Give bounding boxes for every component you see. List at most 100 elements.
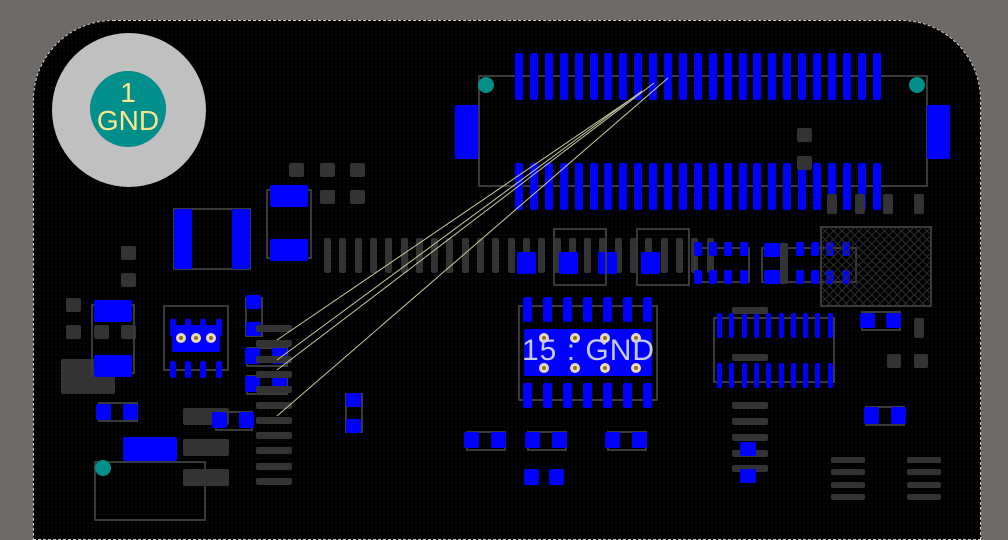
connector-pin[interactable] — [339, 238, 347, 273]
connector-alignment-via-right[interactable] — [909, 77, 925, 93]
capacitor-pad-1[interactable] — [270, 185, 308, 207]
pcb-board[interactable]: 1 GND — [33, 20, 981, 540]
component-pad[interactable] — [605, 432, 620, 448]
component-pad[interactable] — [855, 194, 865, 214]
connector-pin[interactable] — [783, 163, 792, 210]
component-pad[interactable] — [289, 163, 304, 177]
ic-pin[interactable] — [583, 297, 592, 322]
ic-pin[interactable] — [907, 493, 941, 500]
component-pad[interactable] — [96, 404, 111, 420]
component-pad[interactable] — [632, 432, 647, 448]
ic-pin[interactable] — [831, 457, 865, 463]
component-pad[interactable] — [121, 246, 136, 260]
connector-pin[interactable] — [723, 163, 732, 210]
component-pad[interactable] — [827, 194, 837, 214]
component-pad[interactable] — [864, 407, 879, 424]
connector-pin[interactable] — [813, 163, 821, 210]
resistor-array-pin[interactable] — [796, 270, 804, 284]
component-pad[interactable] — [246, 295, 261, 309]
ic-pin[interactable] — [907, 481, 941, 488]
connector-pin[interactable] — [664, 163, 672, 210]
ic-pin[interactable] — [256, 325, 292, 332]
resistor-array-pin[interactable] — [796, 242, 804, 256]
ic-pin[interactable] — [603, 383, 612, 408]
component-pad[interactable] — [732, 465, 768, 472]
ic-pin[interactable] — [215, 361, 222, 378]
connector-pin[interactable] — [574, 163, 583, 210]
connector-pin[interactable] — [857, 53, 866, 100]
component-pad[interactable] — [549, 469, 564, 485]
resistor-array-pin[interactable] — [739, 242, 748, 256]
component-pad[interactable] — [780, 243, 788, 284]
ic-pin[interactable] — [185, 361, 192, 378]
component-pad[interactable] — [346, 419, 361, 433]
connector-pin[interactable] — [693, 53, 702, 100]
component-pad[interactable] — [66, 325, 81, 339]
component-pad[interactable] — [525, 432, 540, 448]
ic-pin[interactable] — [907, 457, 941, 463]
ic-pin[interactable] — [831, 469, 865, 476]
connector-pin[interactable] — [723, 53, 732, 100]
ic-pin[interactable] — [778, 363, 784, 388]
ic-pin[interactable] — [643, 383, 652, 408]
ic-pin[interactable] — [563, 383, 572, 408]
component-pad[interactable] — [914, 194, 924, 214]
ic-pin[interactable] — [766, 313, 772, 338]
component-pad[interactable] — [552, 432, 567, 448]
ic-pin[interactable] — [831, 493, 865, 500]
ic-pin[interactable] — [643, 297, 652, 322]
connector-pin[interactable] — [675, 238, 683, 273]
connector-pin[interactable] — [385, 238, 393, 273]
ic-pin[interactable] — [729, 313, 735, 338]
ic-pin[interactable] — [766, 363, 772, 388]
ic-pin[interactable] — [256, 432, 292, 440]
ic-pin[interactable] — [815, 363, 821, 388]
resistor-array-pin[interactable] — [739, 270, 748, 284]
resistor-array-pin[interactable] — [694, 242, 702, 256]
connector-pin[interactable] — [515, 163, 523, 210]
component-pad[interactable] — [123, 404, 138, 420]
connector-pin[interactable] — [678, 163, 687, 210]
connector-pin[interactable] — [477, 238, 484, 273]
connector-pin[interactable] — [649, 163, 658, 210]
component-pad[interactable] — [212, 412, 227, 428]
component-pad[interactable] — [94, 325, 109, 339]
component-pad[interactable] — [860, 313, 875, 328]
ic-pin[interactable] — [170, 361, 176, 378]
resistor-array-pin[interactable] — [694, 270, 702, 284]
connector-pin[interactable] — [544, 53, 553, 100]
connector-pin[interactable] — [857, 163, 866, 210]
connector-pin[interactable] — [664, 53, 672, 100]
component-pad[interactable] — [320, 190, 335, 204]
connector-pin[interactable] — [559, 53, 568, 100]
ic-pin[interactable] — [256, 370, 292, 378]
capacitor-pad-1[interactable] — [94, 300, 132, 322]
ic-pin[interactable] — [623, 297, 632, 322]
component-pad[interactable] — [464, 432, 479, 448]
ic-pin[interactable] — [803, 363, 809, 388]
ic-pin[interactable] — [831, 481, 865, 488]
ic-pin[interactable] — [717, 363, 722, 388]
connector-pin[interactable] — [544, 163, 553, 210]
resistor-array-pin[interactable] — [724, 242, 733, 256]
connector-pin[interactable] — [798, 53, 807, 100]
connector-pin[interactable] — [538, 238, 546, 273]
connector-pin[interactable] — [529, 53, 538, 100]
component-pad[interactable] — [66, 298, 81, 312]
component-pad[interactable] — [764, 270, 780, 284]
keepout-region[interactable] — [820, 226, 932, 307]
connector-pin[interactable] — [619, 163, 628, 210]
ic-pin[interactable] — [256, 416, 292, 424]
connector-pin[interactable] — [783, 53, 792, 100]
connector-pin[interactable] — [768, 53, 777, 100]
capacitor-pad-2[interactable] — [94, 355, 132, 377]
component-pad[interactable] — [123, 437, 177, 461]
ic-pin[interactable] — [256, 447, 292, 455]
connector-pin[interactable] — [634, 53, 643, 100]
connector-pin[interactable] — [827, 53, 836, 100]
connector-pin[interactable] — [324, 238, 331, 273]
ic-pin[interactable] — [753, 313, 759, 338]
mounting-hole[interactable]: 1 GND — [52, 33, 206, 187]
connector-pin[interactable] — [678, 53, 687, 100]
component-pad[interactable] — [797, 128, 812, 142]
